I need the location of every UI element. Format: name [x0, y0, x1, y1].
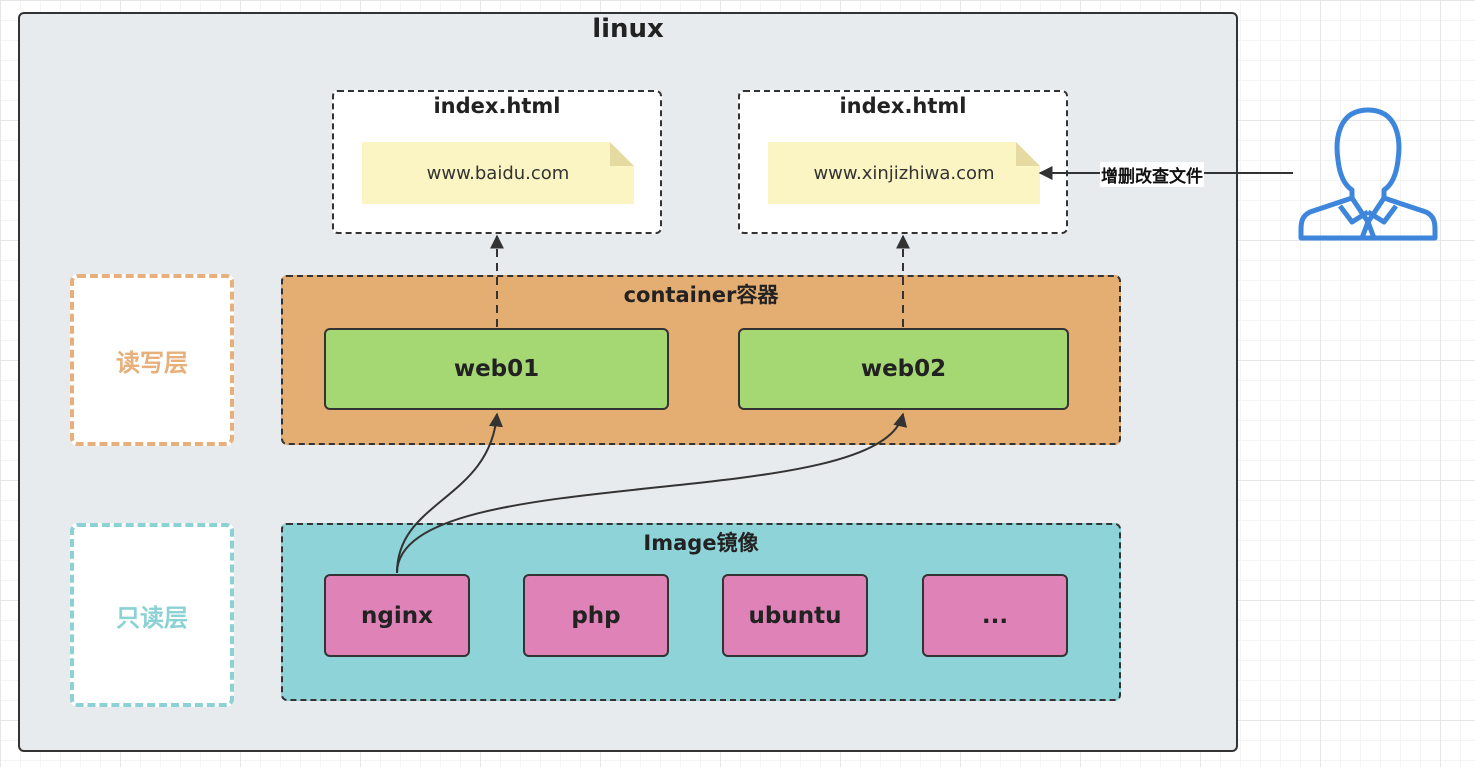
linux-title: linux — [592, 14, 664, 44]
note-file-content: www.xinjizhiwa.com — [768, 142, 1040, 204]
container-zone-title: container容器 — [623, 283, 779, 307]
nginx-to-web01-arrow — [396, 412, 503, 574]
read-write-layer-label: 读写层 — [70, 274, 234, 446]
image-item-ubuntu[interactable]: ubuntu — [722, 574, 868, 657]
image-item-nginx[interactable]: nginx — [324, 574, 470, 657]
file-box-title: index.html — [839, 94, 967, 118]
container-web01[interactable]: web01 — [324, 328, 669, 410]
image-item-more[interactable]: ... — [922, 574, 1068, 657]
edge-label-crud: 增删改查文件 — [1100, 162, 1204, 187]
file-box-title: index.html — [433, 94, 561, 118]
image-item-php[interactable]: php — [523, 574, 669, 657]
container-web02[interactable]: web02 — [738, 328, 1069, 410]
read-only-layer-label: 只读层 — [70, 523, 234, 707]
file-box-web02[interactable]: index.html www.xinjizhiwa.com — [738, 90, 1068, 234]
user-icon — [1298, 107, 1438, 241]
file-box-web01[interactable]: index.html www.baidu.com — [332, 90, 662, 234]
nginx-to-web02-arrow — [396, 412, 907, 574]
image-zone-title: Image镜像 — [643, 531, 759, 555]
note-file-content: www.baidu.com — [362, 142, 634, 204]
